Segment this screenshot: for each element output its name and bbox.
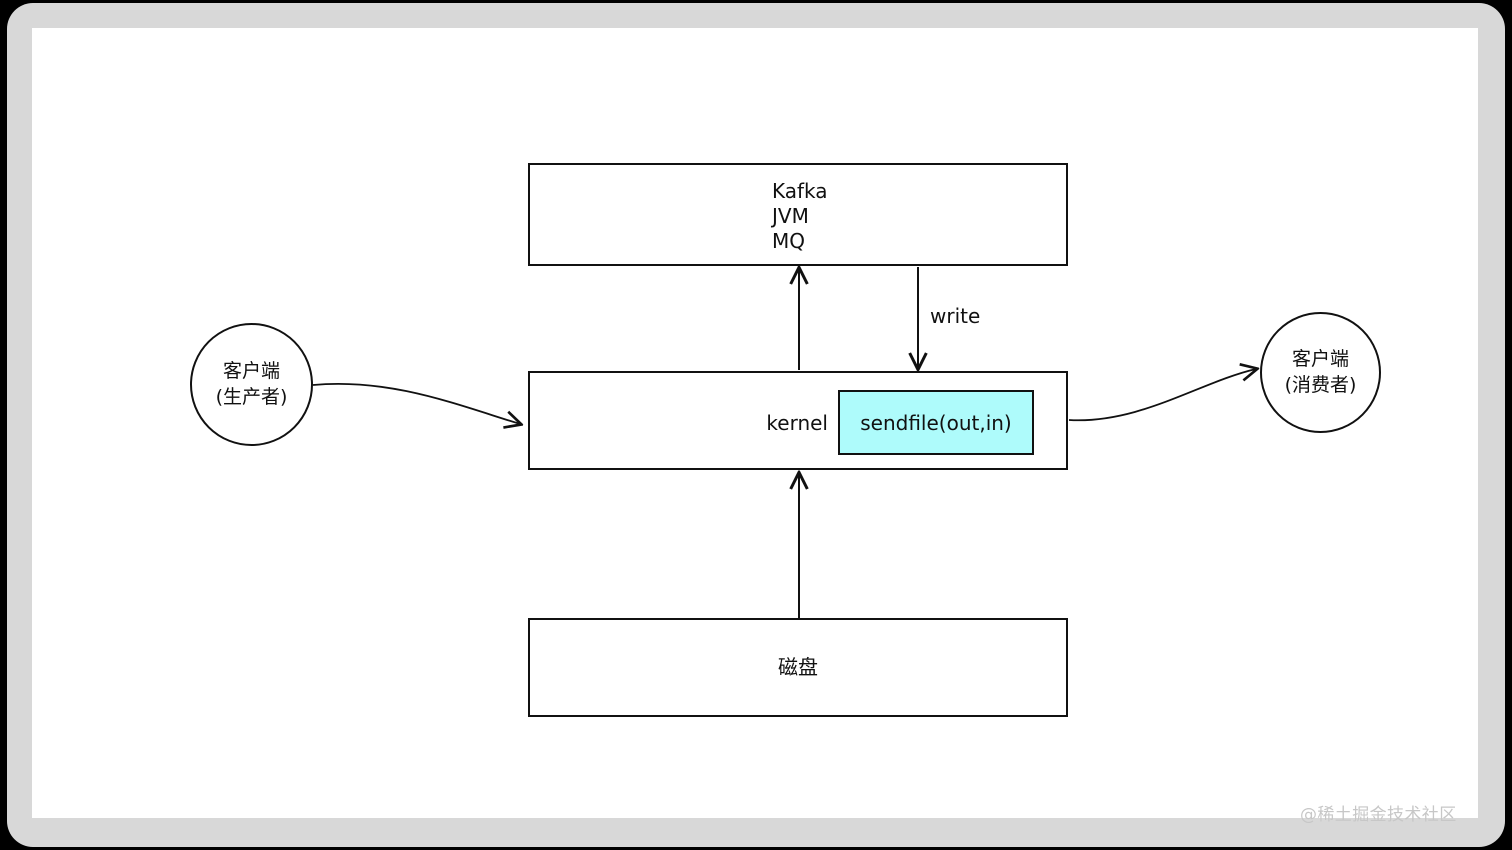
kafka-node[interactable]: Kafka JVM MQ	[528, 163, 1068, 266]
producer-client-node[interactable]: 客户端 (生产者)	[190, 323, 313, 446]
sendfile-node[interactable]: sendfile(out,in)	[838, 390, 1034, 455]
kernel-node[interactable]: kernel sendfile(out,in)	[528, 371, 1068, 470]
watermark: @稀土掘金技术社区	[1300, 805, 1457, 825]
consumer-client-label-line2: (消费者)	[1284, 373, 1357, 396]
kernel-node-label: kernel	[766, 410, 828, 435]
disk-node-label: 磁盘	[778, 655, 818, 680]
producer-client-label-line1: 客户端	[222, 360, 280, 383]
consumer-client-node[interactable]: 客户端 (消费者)	[1260, 312, 1381, 433]
write-edge-label: write	[930, 304, 981, 328]
producer-client-label-line2: (生产者)	[215, 385, 288, 408]
kafka-node-label: Kafka JVM MQ	[772, 179, 828, 253]
disk-node[interactable]: 磁盘	[528, 618, 1068, 717]
consumer-client-label-line1: 客户端	[1291, 348, 1349, 371]
